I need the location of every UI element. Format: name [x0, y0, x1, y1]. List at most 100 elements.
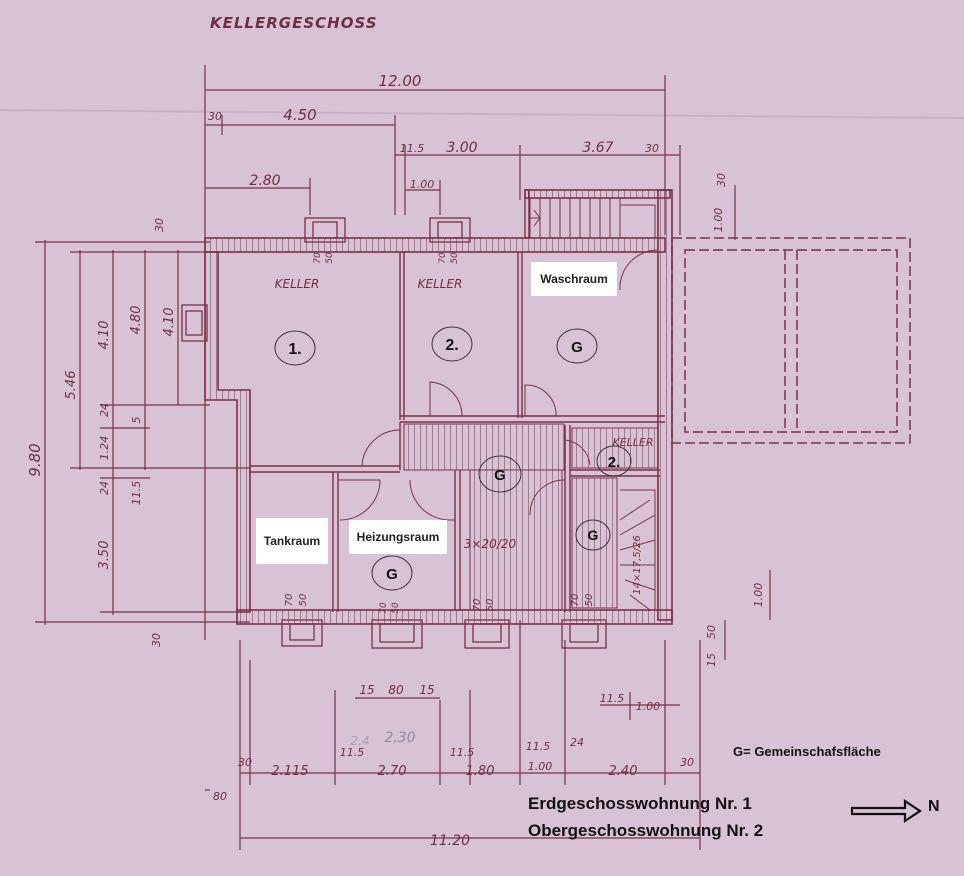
marker-circle-g-heiz [371, 555, 413, 591]
light-well-5 [371, 619, 423, 649]
marker-g-stair: G [588, 527, 599, 543]
dim-top-total: 12.00 [379, 72, 422, 90]
window-70-b: 70 [438, 252, 448, 264]
dim-bottom-2115: 2.115 [271, 764, 308, 779]
window-70-d: 70 [379, 602, 389, 614]
marker-2a: 2. [445, 337, 458, 354]
marker-1: 1. [288, 341, 301, 358]
dim-left-124: 1.24 [98, 436, 111, 461]
room-heizungsraum: Heizungsraum [349, 520, 447, 554]
paper-fold [0, 109, 964, 119]
garage-outline [671, 237, 911, 444]
dim-bottom-270: 2.70 [378, 764, 407, 779]
window-50-e: 50 [485, 599, 496, 612]
window-50-b: 50 [450, 252, 460, 264]
light-well-4 [281, 619, 323, 647]
dim-top-b: 2.80 [249, 173, 280, 189]
dim-bottom-24: 24 [570, 736, 584, 749]
stair-hatching [469, 469, 563, 611]
dim-top-d: 3.67 [582, 140, 613, 156]
dim-top-a: 4.50 [283, 106, 316, 124]
room-tankraum: Tankraum [256, 518, 328, 564]
laundry-stair [529, 197, 659, 239]
window-70-f: 70 [570, 594, 581, 607]
dim-bottom-15b: 15 [419, 683, 434, 697]
dim-bottom-30a: 30 [238, 756, 252, 769]
north-label: N [928, 798, 940, 815]
dim-bottom-115b: 11.5 [450, 746, 475, 759]
dim-left-24b: 24 [98, 481, 111, 495]
light-well-2 [429, 217, 471, 243]
stair-main-note: 3×20/20 [464, 537, 517, 551]
plan-title: KELLERGESCHOSS [210, 14, 378, 32]
door-swings [338, 249, 659, 521]
legend-line-2: Obergeschosswohnung Nr. 2 [528, 821, 764, 840]
room-keller-c: KELLER [612, 436, 653, 449]
marker-g-heiz: G [386, 566, 398, 583]
dim-bottom-240: 2.40 [609, 764, 638, 779]
dim-right-50: 50 [705, 625, 718, 639]
room-keller-b: KELLER [418, 277, 463, 291]
window-50-a: 50 [325, 252, 335, 264]
dim-top-30c: 30 [715, 173, 728, 187]
dim-top-115: 11.5 [400, 142, 425, 155]
window-50-f: 50 [584, 594, 595, 607]
dim-bottom-115c: 11.5 [526, 740, 551, 753]
dim-top-30b: 30 [645, 142, 659, 155]
marker-g-wasch: G [571, 339, 583, 356]
dim-left-410b: 4.10 [162, 308, 177, 337]
dim-right-115: 11.5 [600, 692, 625, 705]
marker-circle-g-flur [478, 455, 522, 493]
marker-circle-g-wasch [556, 328, 598, 364]
dim-left-480: 4.80 [129, 306, 144, 335]
dim-bottom-100: 1.00 [528, 760, 553, 773]
light-well-1 [304, 217, 346, 243]
room-keller-a: KELLER [275, 277, 320, 291]
dim-bottom-15a: 15 [359, 683, 374, 697]
north-arrow-icon [850, 798, 922, 824]
dim-bottom-30b: 30 [680, 756, 694, 769]
light-well-3 [181, 304, 208, 342]
dim-left-546: 5.46 [64, 371, 79, 400]
dim-left-350: 3.50 [97, 541, 112, 570]
room-waschraum: Waschraum [531, 262, 617, 296]
spiral-stair [619, 489, 656, 611]
marker-circle-2a [431, 326, 473, 362]
corridor-hatching [403, 423, 565, 471]
window-50-d: 50 [391, 602, 401, 614]
dim-top-30a: 30 [208, 110, 222, 123]
dim-bottom-180: 1.80 [466, 764, 495, 779]
dim-left-total: 9.80 [26, 443, 44, 476]
dim-left-410a: 4.10 [97, 321, 112, 350]
marker-2b: 2. [608, 454, 621, 471]
dim-top-c: 3.00 [446, 140, 477, 156]
dim-left-5: 5 [130, 417, 143, 424]
window-50-c: 50 [298, 594, 309, 607]
dim-left-24a: 24 [98, 403, 111, 417]
window-70-e: 70 [472, 599, 483, 612]
stair-side-note: 14×17,5/26 [632, 535, 643, 594]
marker-g-flur: G [494, 467, 506, 484]
dim-left-115: 11.5 [130, 481, 143, 506]
marker-circle-g-stair [575, 519, 611, 551]
side-stair-hatching [571, 477, 618, 609]
window-70-c: 70 [284, 594, 295, 607]
legend-line-1: Erdgeschosswohnung Nr. 1 [528, 794, 752, 813]
dim-top-100r: 1.00 [712, 208, 725, 233]
legend-g-definition: G= Gemeinschafsfläche [733, 744, 881, 759]
dim-bottom-230: 2,30 [384, 730, 415, 746]
dim-top-30-left: 30 [153, 218, 166, 232]
dim-right-100: 1.00 [636, 700, 661, 713]
dim-bottom-total: 11.20 [430, 833, 470, 849]
dim-right-15: 15 [705, 653, 718, 667]
dim-bottom-24m: 2,4 [350, 734, 369, 748]
window-70-a: 70 [313, 252, 323, 264]
dim-bottom-80m: 80 [388, 683, 404, 697]
marker-circle-1 [274, 330, 316, 366]
dim-right-100b: 1.00 [752, 583, 765, 608]
dim-top-e: 1.00 [410, 178, 435, 191]
dim-bottom-115a: 11.5 [340, 746, 365, 759]
marker-circle-2b [596, 445, 632, 477]
light-well-6 [464, 619, 510, 649]
